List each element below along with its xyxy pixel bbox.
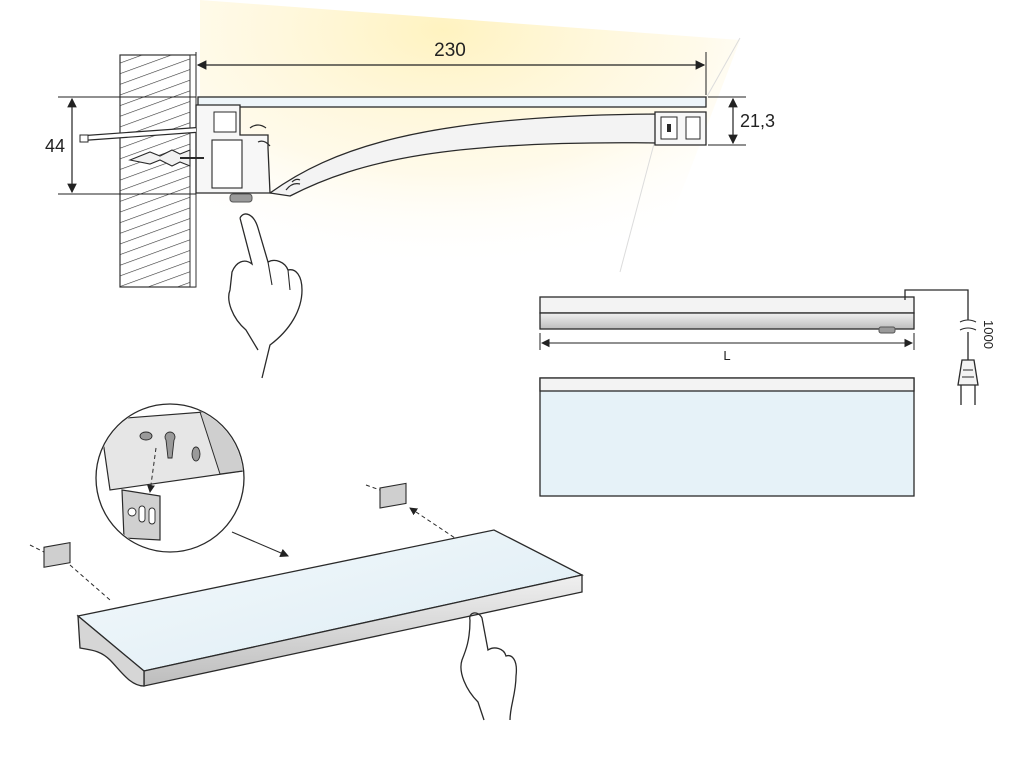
dim-L-label: L (723, 348, 730, 363)
clip-detail (213, 111, 237, 133)
top-view-profile (539, 377, 915, 392)
wall (119, 54, 196, 288)
shelf-side-profile (77, 614, 145, 687)
detail-hole-2 (191, 446, 201, 462)
shelf-perspective (29, 482, 584, 721)
detail-keyhole (164, 431, 176, 459)
cable-end (79, 134, 89, 143)
wall-face (189, 54, 197, 288)
detail-pointer (231, 531, 290, 558)
side-power-cable (904, 289, 969, 320)
hand-touch-sensor (228, 213, 303, 379)
hand-under-shelf (460, 612, 518, 721)
dim-21-label: 21,3 (740, 111, 775, 131)
hand-finger-lines (267, 261, 291, 291)
top-view (539, 377, 915, 497)
cable-break (959, 319, 977, 331)
plug-icon (957, 359, 979, 405)
led-strip (667, 124, 671, 132)
glow-edge-line (619, 139, 656, 273)
end-profile-inner (685, 116, 701, 140)
detail-circle (95, 403, 290, 558)
glow-edge-line-top (704, 37, 741, 101)
panel-clip (285, 178, 301, 191)
light-glow (200, 0, 740, 300)
section-view: 230 44 21,3 (45, 0, 775, 379)
dim-230-label: 230 (434, 40, 466, 61)
dim-1000-label: 1000 (981, 320, 996, 349)
hook-detail (249, 124, 271, 147)
detail-hole-1 (139, 431, 153, 441)
top-glass (197, 96, 707, 108)
side-profile-top (539, 296, 915, 314)
side-view: 1000 L (539, 289, 996, 405)
mounting-clip-left (29, 542, 111, 601)
touch-sensor (229, 193, 253, 203)
dim-44-label: 44 (45, 136, 65, 156)
side-sensor (878, 326, 896, 334)
top-view-glass (539, 377, 915, 497)
mounting-clip-right (365, 482, 456, 539)
driver-box (211, 139, 243, 189)
side-profile-bottom (539, 312, 915, 330)
